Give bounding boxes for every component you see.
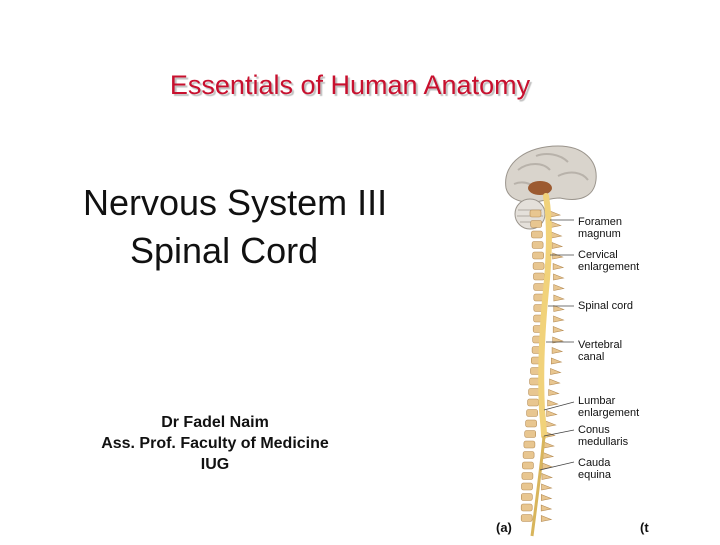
vertebra-body (523, 440, 536, 449)
vertebra-process (553, 294, 565, 302)
vertebra-body (522, 451, 535, 459)
vertebra-process (540, 515, 553, 522)
vertebra-process (540, 494, 553, 501)
label-conus-medullaris-line1: Conus (578, 424, 610, 436)
vertebra-process (546, 410, 558, 417)
vertebra-process (541, 483, 553, 491)
vertebra-process (549, 378, 561, 386)
label-foramen-magnum: Foramen magnum (578, 216, 622, 240)
vertebra-process (551, 242, 564, 249)
vertebra-process (551, 231, 563, 239)
slide-subtitle-line1: Nervous System III (83, 182, 388, 223)
label-conus-medullaris-line2: medullaris (578, 436, 629, 448)
vertebra-process (549, 210, 562, 218)
vertebra-body (526, 409, 538, 417)
vertebra-body (532, 262, 545, 270)
label-cervical-enlargement-line2: enlargement (578, 261, 640, 273)
vertebra-body (520, 514, 533, 522)
vertebra-process (551, 357, 563, 365)
vertebra-process (547, 399, 559, 407)
label-cauda-equina-line1: Cauda (578, 457, 611, 469)
label-spinal-cord: Spinal cord (578, 300, 634, 312)
vertebra-process (550, 368, 562, 375)
vertebra-process (553, 284, 565, 291)
vertebra-process (552, 252, 564, 260)
vertebra-body (525, 419, 537, 428)
vertebra-body (522, 461, 534, 470)
author-block: Dr Fadel Naim Ass. Prof. Faculty of Medi… (60, 412, 370, 475)
label-lumbar-enlargement-line2: enlargement (578, 407, 640, 419)
vertebra-body (527, 398, 539, 407)
vertebra-process (551, 347, 564, 354)
label-cervical-enlargement: Cervical enlargement (578, 249, 639, 273)
label-foramen-magnum-line1: Foramen (578, 216, 623, 228)
label-vertebral-canal: Vertebral canal (578, 339, 622, 363)
label-cauda-equina-line2: equina (578, 469, 612, 481)
vertebra-body (528, 388, 540, 396)
vertebra-body (530, 220, 543, 228)
vertebra-process (550, 221, 562, 228)
vertebra-body (531, 230, 543, 239)
label-cauda-equina: Cauda equina (578, 457, 611, 481)
spinal-cord-illustration (505, 145, 597, 537)
vertebra-body (521, 472, 534, 480)
label-vertebral-canal-line2: canal (578, 351, 605, 363)
author-name: Dr Fadel Naim (161, 414, 269, 431)
label-vertebral-canal-line1: Vertebral (578, 339, 623, 351)
vertebra-body (529, 209, 542, 218)
label-lumbar-enlargement: Lumbar enlargement (578, 395, 639, 419)
vertebra-process (541, 473, 553, 480)
vertebra-process (542, 452, 555, 459)
slide-subtitle-line2: Spinal Cord (130, 230, 319, 271)
label-foramen-magnum-line2: magnum (578, 228, 621, 240)
author-institution: IUG (200, 456, 230, 473)
vertebra-body (524, 430, 537, 438)
vertebra-process (552, 326, 565, 333)
vertebra-body (520, 503, 533, 512)
slide-title: Essentials of Human Anatomy (169, 70, 531, 100)
vertebra-body (533, 272, 545, 281)
label-lumbar-enlargement-line1: Lumbar (578, 395, 616, 407)
vertebra-body (520, 493, 533, 501)
panel-label-a: (a) (496, 520, 512, 535)
vertebra-process (553, 273, 565, 281)
vertebra-process (552, 263, 565, 270)
panel-label-b: (t (640, 520, 649, 535)
author-position: Ass. Prof. Faculty of Medicine (101, 435, 329, 452)
vertebra-process (543, 441, 555, 449)
vertebra-process (545, 420, 557, 428)
spinal-cord-figure: Foramen magnum Cervical enlargement Spin… (488, 140, 660, 540)
vertebra-body (532, 251, 544, 260)
vertebra-process (548, 389, 560, 396)
vertebra-process (553, 305, 565, 312)
label-conus-medullaris: Conus medullaris (578, 424, 628, 448)
vertebra-body (531, 241, 544, 249)
vertebra-process (540, 504, 553, 512)
vertebra-body (521, 482, 533, 491)
vertebra-process (553, 315, 565, 323)
spinal-cord-shape (538, 193, 552, 439)
label-cervical-enlargement-line1: Cervical (578, 249, 618, 261)
